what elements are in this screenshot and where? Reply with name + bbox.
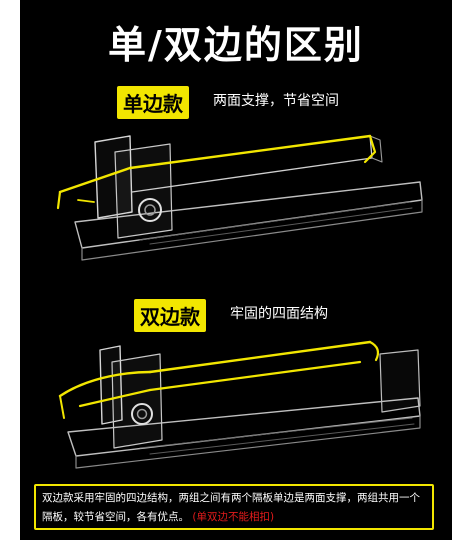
double-side-note: 牢固的四面结构 bbox=[230, 306, 328, 322]
single-side-pusher-image bbox=[56, 134, 423, 261]
page-title: 单/双边的区别 bbox=[108, 23, 364, 67]
single-side-badge: 单边款 bbox=[117, 86, 189, 119]
warning-text: (单双边不能相扣) bbox=[192, 511, 275, 523]
product-comparison-panel: 单/双边的区别 单边款 两面支撑，节省空间 双边款 牢固的四面结构 bbox=[20, 0, 452, 540]
description-box: 双边款采用牢固的四边结构，两组之间有两个隔板单边是两面支撑，两组共用一个隔板，较… bbox=[34, 484, 434, 530]
description-text: 双边款采用牢固的四边结构，两组之间有两个隔板单边是两面支撑，两组共用一个隔板，较… bbox=[42, 492, 420, 523]
double-side-badge: 双边款 bbox=[134, 299, 206, 332]
single-side-note: 两面支撑，节省空间 bbox=[213, 93, 339, 109]
double-side-pusher-image bbox=[58, 340, 421, 469]
